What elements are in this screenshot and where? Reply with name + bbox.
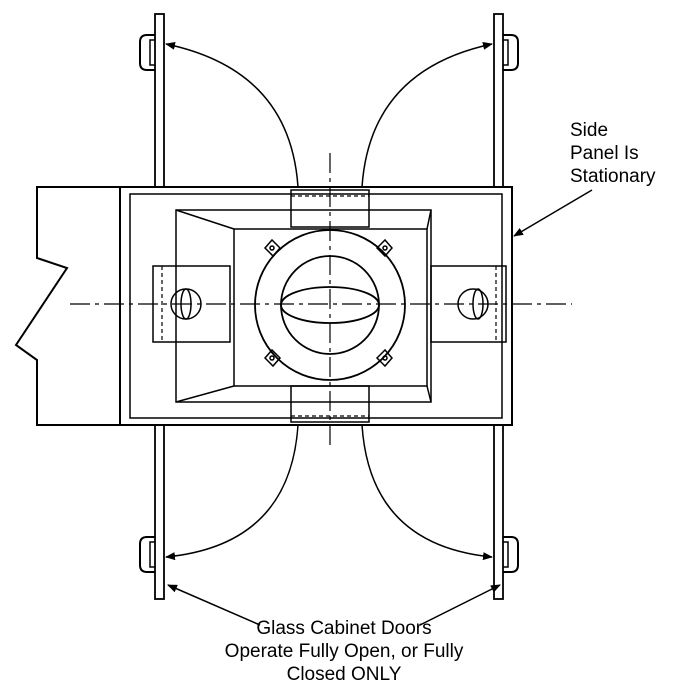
mounting-clip: [263, 348, 282, 368]
door-top-left: [154, 13, 165, 188]
door-handle: [149, 39, 155, 66]
side-panel-leader-arrow: [513, 189, 593, 237]
glass-doors-label-line: Closed ONLY: [286, 664, 402, 685]
door-swing-arc-bottom-left: [165, 424, 299, 561]
door-handle: [139, 34, 155, 71]
door-handle: [139, 536, 155, 573]
cabinet-inner-outline: [129, 193, 503, 419]
door-swing-arc-top-left: [165, 41, 299, 188]
mounting-clip: [375, 348, 393, 368]
housing-corner-line: [175, 385, 235, 403]
door-handle: [503, 39, 509, 66]
doors-leader-arrow-right: [419, 584, 501, 626]
mounting-clip: [375, 238, 393, 258]
adjacent-structure-break: [14, 186, 120, 426]
door-handle: [149, 541, 155, 568]
doors-leader-arrow-left: [167, 584, 261, 626]
door-handle: [503, 34, 519, 71]
glass-doors-label-line: Operate Fully Open, or Fully: [224, 641, 464, 662]
housing-outer: [175, 209, 432, 403]
side-panel-label-line: Stationary: [570, 166, 656, 187]
side-panel-label-line: Panel Is: [570, 143, 639, 164]
glass-doors-label: Glass Cabinet Doors Operate Fully Open, …: [194, 617, 494, 686]
door-handle: [503, 536, 519, 573]
housing-corner-line: [175, 209, 235, 230]
door-bottom-left: [154, 424, 165, 600]
side-panel-label: Side Panel Is Stationary: [570, 119, 656, 188]
glass-doors-label-line: Glass Cabinet Doors: [256, 618, 432, 639]
housing-corner-line: [426, 385, 432, 403]
cabinet-outer-outline: [119, 186, 513, 426]
door-top-right: [493, 13, 504, 188]
door-swing-arc-bottom-right: [361, 424, 493, 561]
housing-corner-line: [426, 209, 432, 230]
side-panel-label-line: Side: [570, 120, 609, 141]
door-bottom-right: [493, 424, 504, 600]
door-swing-arc-top-right: [361, 41, 493, 188]
mounting-clip: [263, 238, 282, 258]
door-handle: [503, 541, 509, 568]
